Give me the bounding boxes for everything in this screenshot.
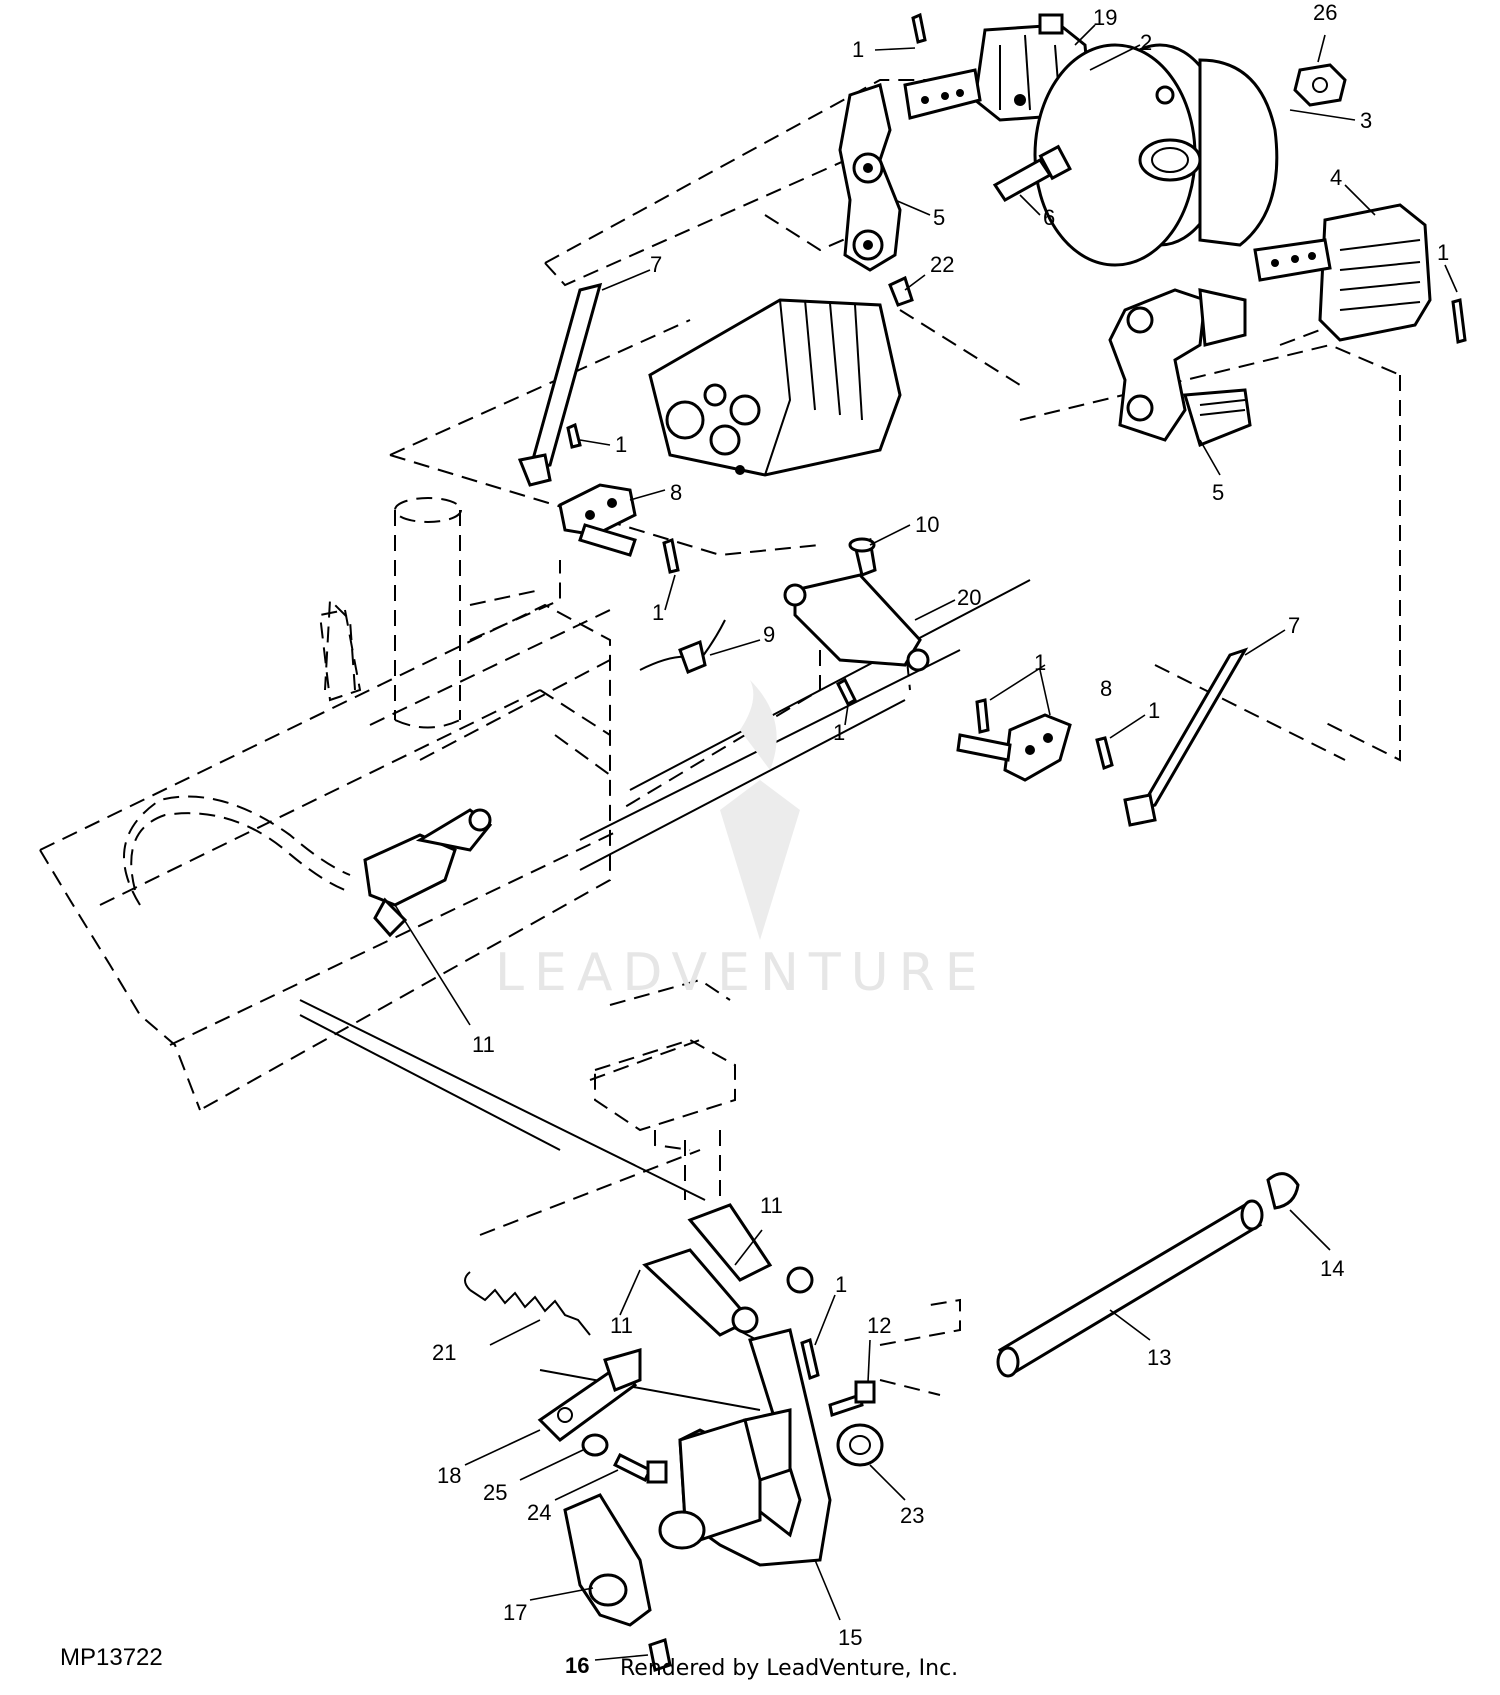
callout-18: 18: [437, 1463, 461, 1488]
clip-22: [888, 275, 914, 307]
transmission: [648, 298, 902, 477]
e-clip-14: [1266, 1172, 1300, 1210]
cable-fittings: [363, 808, 814, 1337]
nut: [1293, 63, 1347, 107]
callout-8: 8: [670, 480, 682, 505]
callout-15: 15: [838, 1625, 862, 1650]
callout-1: 1: [1034, 650, 1046, 675]
washer-25: [581, 1433, 609, 1457]
rendered-by-footer: Rendered by LeadVenture, Inc.: [620, 1656, 958, 1681]
bellcrank-lower: [1108, 288, 1252, 448]
slide-block-20: [783, 573, 930, 672]
lever-18: [537, 1348, 642, 1442]
callout-10: 10: [915, 512, 939, 537]
callout-1: 1: [615, 432, 627, 457]
bushing-23: [836, 1423, 884, 1467]
bolt-12: [828, 1380, 876, 1417]
callout-11: 11: [760, 1193, 783, 1218]
actuator-right: [1253, 203, 1432, 342]
callout-8: 8: [1100, 676, 1112, 701]
rod-lower: [1123, 647, 1249, 827]
pin-10: [848, 537, 877, 578]
watermark: LEADVENTURE: [495, 680, 988, 1003]
callout-11: 11: [472, 1032, 495, 1057]
callout-1: 1: [833, 720, 845, 745]
set-screw-16: [648, 1638, 672, 1672]
callout-1: 1: [1437, 240, 1449, 265]
bolt-24: [612, 1452, 668, 1484]
plate-lower: [956, 713, 1072, 782]
callout-4: 4: [1330, 165, 1342, 190]
cam-17: [563, 1493, 652, 1627]
watermark-text: LEADVENTURE: [495, 943, 988, 1003]
callout-6: 6: [1043, 205, 1055, 230]
callout-19: 19: [1093, 5, 1117, 30]
frame-outline: [39, 79, 1401, 1396]
callout-1: 1: [835, 1272, 847, 1297]
callout-13: 13: [1147, 1345, 1171, 1370]
leader-lines: [394, 24, 1458, 1661]
shaft-13: [996, 1199, 1264, 1378]
callout-12: 12: [867, 1313, 891, 1338]
callout-21: 21: [432, 1340, 456, 1365]
callout-7: 7: [1288, 613, 1300, 638]
callout-25: 25: [483, 1480, 507, 1505]
spring-9: [639, 619, 726, 674]
rod-upper: [517, 282, 603, 487]
callout-7: 7: [650, 252, 662, 277]
callout-24: 24: [527, 1500, 551, 1525]
callout-22: 22: [930, 252, 954, 277]
callout-1: 1: [652, 600, 664, 625]
callout-labels: 1 19 2 26 3 5 6 4 1 7 22 1 5 8 10 1 9 20…: [432, 0, 1449, 1678]
callout-3: 3: [1360, 108, 1372, 133]
spring-21: [464, 1271, 591, 1336]
callout-11: 11: [610, 1313, 633, 1338]
bellcrank-upper: [838, 83, 902, 272]
callout-16: 16: [565, 1653, 589, 1678]
pedal-arm-15: [658, 1328, 832, 1567]
callout-1: 1: [1148, 698, 1160, 723]
figure-code: MP13722: [60, 1644, 163, 1671]
callout-9: 9: [763, 622, 775, 647]
callout-26: 26: [1313, 0, 1337, 25]
bolt-6: [992, 144, 1072, 202]
callout-1: 1: [852, 37, 864, 62]
callout-23: 23: [900, 1503, 924, 1528]
callout-14: 14: [1320, 1256, 1344, 1281]
linkage-lines: [299, 579, 1031, 1411]
callout-2: 2: [1140, 30, 1152, 55]
callout-5: 5: [933, 205, 945, 230]
callout-20: 20: [957, 585, 981, 610]
plate-upper: [558, 483, 637, 557]
callout-17: 17: [503, 1600, 527, 1625]
cotter-pins: [566, 12, 1467, 1381]
pulley-clutch: [1033, 43, 1279, 267]
callout-5: 5: [1212, 480, 1224, 505]
